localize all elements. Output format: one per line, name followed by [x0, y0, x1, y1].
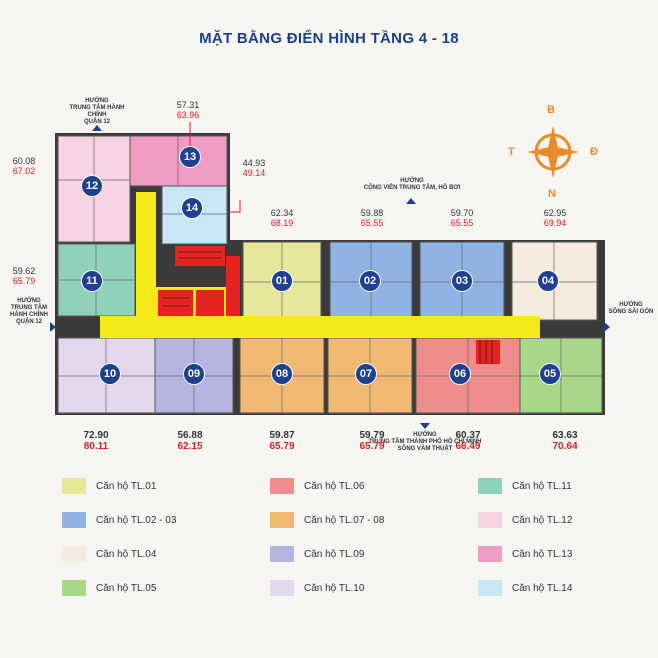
legend-label: Căn hộ TL.13: [512, 548, 573, 560]
south-arrow-icon: [420, 423, 430, 429]
direction-west: HướngTrung tâmHành chínhQuận 12: [10, 298, 48, 325]
legend-swatch: [270, 546, 294, 562]
legend-item: Căn hộ TL.10: [270, 580, 364, 596]
legend-item: Căn hộ TL.12: [478, 512, 572, 528]
legend-label: Căn hộ TL.09: [304, 548, 365, 560]
legend-label: Căn hộ TL.04: [96, 548, 157, 560]
compass-west-label: T: [508, 146, 515, 158]
legend-label: Căn hộ TL.05: [96, 582, 157, 594]
direction-north: HướngTrung tâm hành chínhQuận 12: [69, 98, 125, 125]
elevator-core: [158, 246, 500, 364]
unit-badge-12[interactable]: 12: [81, 175, 103, 197]
legend-item: Căn hộ TL.07 - 08: [270, 512, 384, 528]
legend-item: Căn hộ TL.14: [478, 580, 572, 596]
east-arrow-icon: [604, 322, 610, 332]
unit-13-area[interactable]: [129, 135, 228, 187]
legend-swatch: [478, 512, 502, 528]
legend-label: Căn hộ TL.01: [96, 480, 157, 492]
legend-swatch: [62, 546, 86, 562]
unit-badge-02[interactable]: 02: [359, 270, 381, 292]
legend-swatch: [270, 580, 294, 596]
unit-badge-14[interactable]: 14: [181, 197, 203, 219]
leader-lines: [189, 122, 241, 213]
legend-label: Căn hộ TL.07 - 08: [304, 514, 385, 526]
compass-east-label: Đ: [590, 146, 598, 158]
legend-swatch: [270, 478, 294, 494]
legend-item: Căn hộ TL.05: [62, 580, 156, 596]
legend-item: Căn hộ TL.04: [62, 546, 156, 562]
unit-badge-13[interactable]: 13: [179, 146, 201, 168]
legend-label: Căn hộ TL.10: [304, 582, 365, 594]
direction-south: HướngTrung tâm thành phố Hồ Chí MinhSông…: [368, 432, 482, 452]
legend-item: Căn hộ TL.13: [478, 546, 572, 562]
legend-swatch: [270, 512, 294, 528]
unit-badge-06[interactable]: 06: [449, 363, 471, 385]
direction-park: HướngCông viên trung tâm, hồ bơi: [363, 178, 461, 191]
legend-label: Căn hộ TL.11: [512, 480, 572, 492]
compass-south-label: N: [548, 188, 556, 200]
legend-swatch: [478, 478, 502, 494]
direction-east: HướngSông Sài Gòn: [608, 302, 654, 315]
legend-swatch: [62, 478, 86, 494]
legend-item: Căn hộ TL.06: [270, 478, 364, 494]
legend-label: Căn hộ TL.12: [512, 514, 573, 526]
unit-badge-10[interactable]: 10: [99, 363, 121, 385]
page-title: MẶT BẰNG ĐIỂN HÌNH TẦNG 4 - 18: [199, 30, 459, 47]
compass-north-label: B: [547, 104, 555, 116]
unit-badge-07[interactable]: 07: [355, 363, 377, 385]
legend-swatch: [478, 546, 502, 562]
unit-badge-08[interactable]: 08: [271, 363, 293, 385]
unit-badge-05[interactable]: 05: [539, 363, 561, 385]
unit-badge-09[interactable]: 09: [183, 363, 205, 385]
unit-badge-03[interactable]: 03: [451, 270, 473, 292]
unit-badge-04[interactable]: 04: [537, 270, 559, 292]
north-arrow-icon: [92, 125, 102, 131]
legend-label: Căn hộ TL.14: [512, 582, 573, 594]
legend-item: Căn hộ TL.09: [270, 546, 364, 562]
legend-swatch: [62, 512, 86, 528]
legend-item: Căn hộ TL.11: [478, 478, 572, 494]
park-arrow-icon: [406, 198, 416, 204]
corridor: [100, 192, 540, 338]
legend-label: Căn hộ TL.06: [304, 480, 365, 492]
unit-badge-01[interactable]: 01: [271, 270, 293, 292]
legend-swatch: [62, 580, 86, 596]
compass-icon: [527, 126, 579, 178]
unit-badge-11[interactable]: 11: [81, 270, 103, 292]
legend-item: Căn hộ TL.01: [62, 478, 156, 494]
west-arrow-icon: [50, 322, 56, 332]
legend-item: Căn hộ TL.02 - 03: [62, 512, 176, 528]
legend-swatch: [478, 580, 502, 596]
legend-label: Căn hộ TL.02 - 03: [96, 514, 177, 526]
